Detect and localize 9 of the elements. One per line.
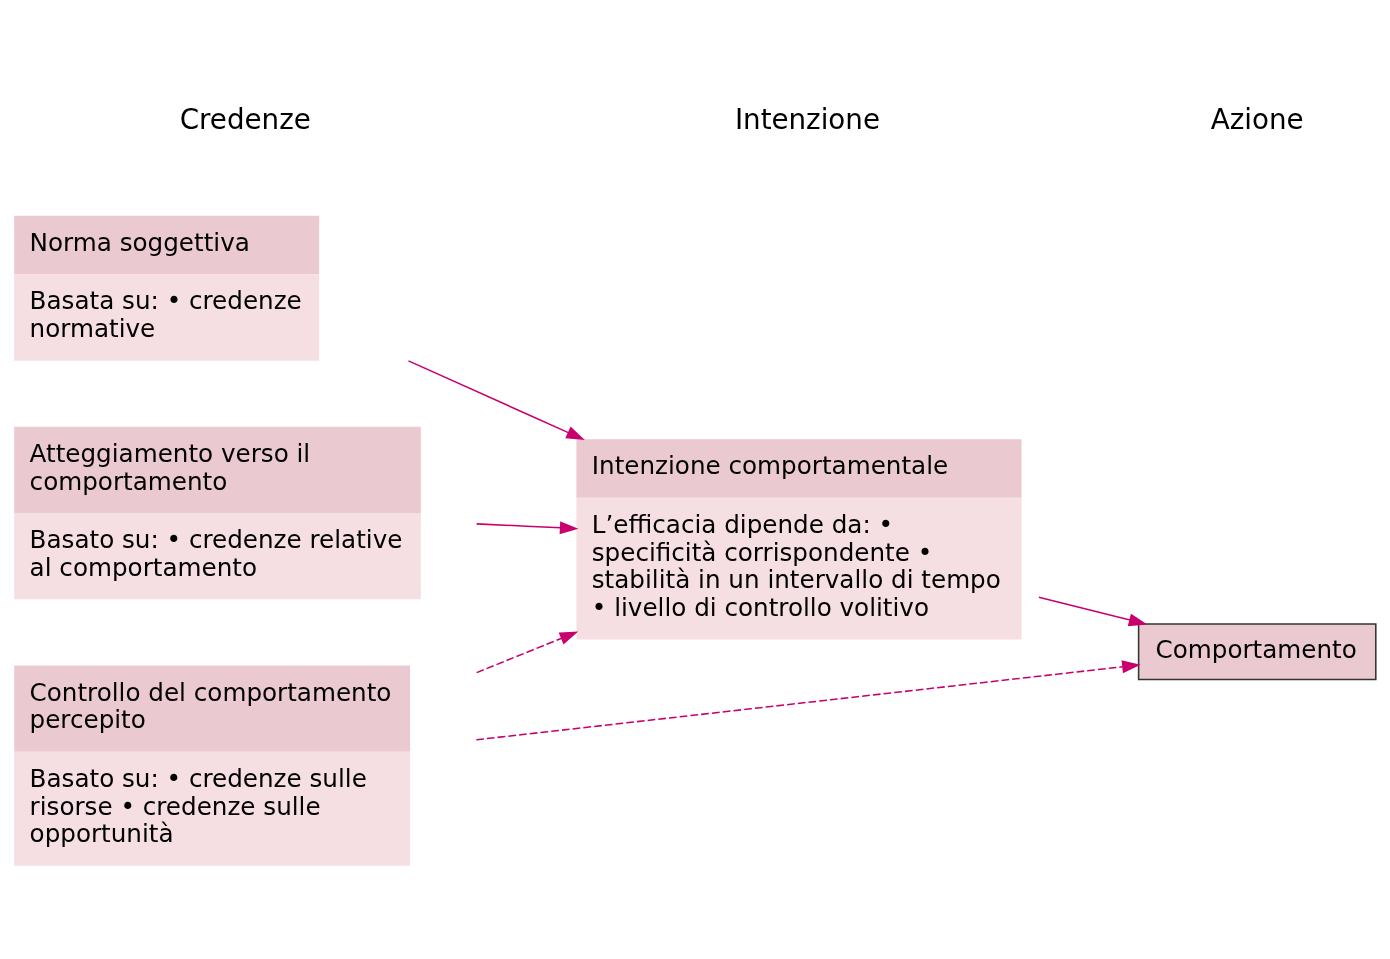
arrow bbox=[475, 520, 579, 534]
arrow bbox=[475, 631, 579, 673]
arrow bbox=[475, 659, 1141, 741]
node-box: Comportamento bbox=[1137, 622, 1377, 680]
arrow bbox=[1038, 595, 1148, 626]
arrow bbox=[407, 359, 585, 440]
label: Azione bbox=[1210, 102, 1304, 136]
label: Credenze bbox=[179, 102, 311, 136]
label: Intenzione bbox=[734, 102, 880, 136]
